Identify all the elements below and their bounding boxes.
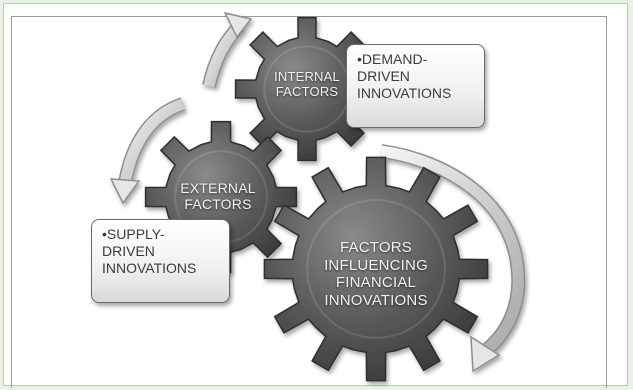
figure-border bbox=[11, 16, 607, 388]
gear-label-main: FACTORS INFLUENCING FINANCIAL INNOVATION… bbox=[324, 239, 428, 309]
gear-label-external: EXTERNAL FACTORS bbox=[180, 180, 256, 213]
gear-label-internal: INTERNAL FACTORS bbox=[274, 69, 340, 99]
gear-main-body bbox=[263, 156, 489, 382]
note-demand-driven: •DEMAND- DRIVEN INNOVATIONS bbox=[346, 44, 485, 128]
arrow-left bbox=[109, 97, 186, 205]
arrow-right bbox=[379, 144, 526, 373]
gear-main-hub-ring bbox=[306, 199, 446, 339]
gear-internal-factors bbox=[234, 16, 380, 162]
gear-internal-body bbox=[234, 16, 380, 162]
arrow-top-left bbox=[202, 11, 253, 88]
gear-financial-innovations bbox=[263, 156, 489, 382]
note-supply-driven: •SUPPLY- DRIVEN INNOVATIONS bbox=[91, 219, 230, 303]
diagram-canvas bbox=[109, 11, 526, 382]
